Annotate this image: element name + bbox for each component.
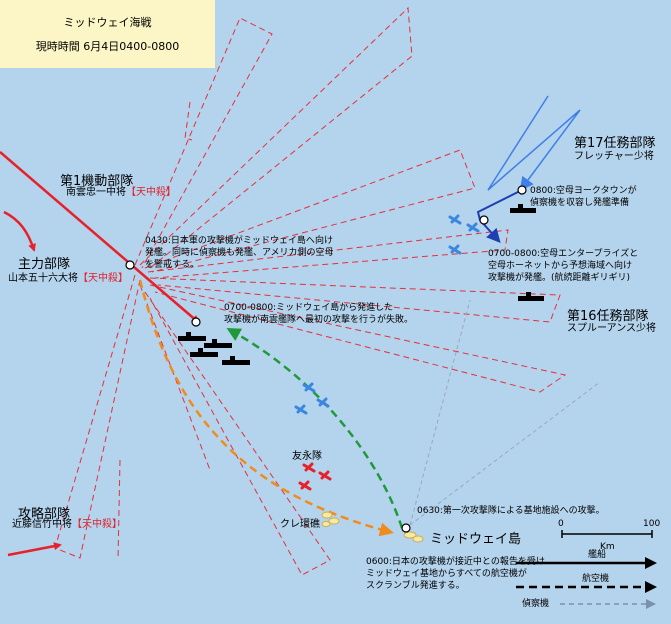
main-body-arrow bbox=[3, 210, 36, 252]
map-subtitle: 現時時間 6月4日0400-0800 bbox=[35, 40, 180, 53]
main-body-note: 【天中殺】 bbox=[78, 273, 128, 284]
legend-aircraft-label: 航空機 bbox=[582, 574, 610, 584]
event-0700-us: 0700-0800:空母エンタープライズと 空母ホーネットから予想海域へ向け 攻… bbox=[488, 248, 638, 284]
event-0630: 0630:第一次攻撃隊による基地施設への攻撃。 bbox=[417, 505, 605, 517]
event-0600: 0600:日本の攻撃機が接近中との報告を受け ミッドウェイ基地からすべての航空機… bbox=[366, 556, 545, 592]
kido-butai-commander-name: 南雲忠一中将 bbox=[66, 187, 126, 198]
event-0800-line-1: 0800:空母ヨークタウンが bbox=[530, 186, 637, 196]
kido-butai-ships bbox=[178, 332, 250, 365]
title-box: ミッドウェイ海戦 現時時間 6月4日0400-0800 bbox=[0, 0, 215, 68]
tf17-marker bbox=[517, 185, 527, 195]
main-body-commander-name: 山本五十六大将 bbox=[8, 273, 78, 284]
event-0700-japan-line-2: 攻撃機が南雲艦隊へ最初の攻撃を行うが失敗。 bbox=[224, 315, 414, 325]
legend-ship-label: 艦船 bbox=[588, 550, 607, 560]
event-0600-line-1: 0600:日本の攻撃機が接近中との報告を受け bbox=[366, 557, 545, 567]
kido-butai-name: 第1機動部隊 bbox=[60, 174, 134, 189]
event-0700-japan: 0700-0800:ミッドウェイ島から発進した 攻撃機が南雲艦隊へ最初の攻撃を行… bbox=[224, 302, 413, 326]
tf16-marker bbox=[479, 215, 489, 225]
map-title: ミッドウェイ海戦 bbox=[63, 16, 152, 29]
event-0700-us-line-3: 攻撃機が発艦。(航続距離ギリギリ) bbox=[488, 273, 631, 283]
event-0800-line-2: 偵察機を収容し発艦準備 bbox=[530, 198, 630, 208]
us-scout-routes bbox=[409, 299, 601, 526]
midway-strike-route bbox=[226, 328, 404, 529]
kido-butai-commander: 南雲忠一中将【天中殺】 bbox=[66, 186, 176, 199]
tf16-name: 第16任務部隊 bbox=[567, 309, 649, 324]
kido-butai-0800-marker bbox=[191, 317, 201, 327]
kido-butai-track bbox=[0, 151, 200, 324]
midway-island-shape bbox=[403, 531, 424, 543]
tomonaga-group-label: 友永隊 bbox=[292, 451, 322, 462]
event-0800-yorktown: 0800:空母ヨークタウンが 偵察機を収容し発艦準備 bbox=[530, 185, 637, 209]
legend-scout-label: 偵察機 bbox=[522, 599, 550, 609]
tf17-ships bbox=[510, 204, 536, 213]
invasion-force-note: 【天中殺】 bbox=[72, 519, 122, 530]
us-carrier-tracks bbox=[476, 95, 581, 243]
kido-butai-note: 【天中殺】 bbox=[126, 187, 176, 198]
event-0430: 0430:日本軍の攻撃機がミッドウェイ島へ向け 発艦。同時に偵察機も発艦、アメリ… bbox=[145, 235, 334, 271]
us-aircraft bbox=[448, 214, 480, 255]
invasion-force-arrow bbox=[7, 542, 62, 557]
event-0700-us-line-2: 空母ホーネットから予想海域へ向け bbox=[488, 261, 633, 271]
midway-island-label: ミッドウェイ島 bbox=[430, 532, 522, 547]
kure-atoll-shape bbox=[321, 511, 340, 527]
invasion-force-commander-name: 近藤信竹中将 bbox=[12, 519, 72, 530]
event-0600-line-3: スクランブル発進する。 bbox=[366, 581, 465, 591]
scale-max: 100 bbox=[643, 519, 661, 529]
scale-zero: 0 bbox=[558, 519, 564, 529]
japanese-strike-route bbox=[138, 279, 394, 537]
event-0600-line-2: ミッドウェイ基地からすべての航空機が bbox=[366, 569, 527, 579]
event-0430-line-1: 0430:日本軍の攻撃機がミッドウェイ島へ向け bbox=[145, 236, 333, 246]
tf17-name: 第17任務部隊 bbox=[574, 136, 656, 151]
event-0430-line-3: を警戒する。 bbox=[145, 260, 200, 270]
kido-butai-0400-marker bbox=[125, 260, 135, 270]
event-0630-line-1: 0630:第一次攻撃隊による基地施設への攻撃。 bbox=[417, 506, 605, 516]
japanese-scout-routes bbox=[54, 6, 567, 576]
main-body-name: 主力部隊 bbox=[18, 257, 71, 272]
tomonaga-aircraft bbox=[298, 462, 332, 491]
event-0430-line-2: 発艦。同時に偵察機も発艦、アメリカ側の空母 bbox=[145, 248, 334, 258]
tf16-commander: スプルーアンス少将 bbox=[567, 323, 656, 334]
event-0700-japan-line-1: 0700-0800:ミッドウェイ島から発進した bbox=[224, 303, 394, 313]
midway-aircraft bbox=[294, 382, 330, 415]
midway-marker bbox=[401, 523, 411, 533]
invasion-force-name: 攻略部隊 bbox=[18, 507, 71, 522]
tf17-commander: フレッチャー少将 bbox=[574, 151, 654, 162]
main-body-commander: 山本五十六大将【天中殺】 bbox=[8, 272, 128, 285]
scale-unit: Km bbox=[600, 542, 615, 552]
tf16-ships bbox=[518, 292, 544, 301]
kure-atoll-label: クレ環礁 bbox=[280, 519, 320, 530]
invasion-force-commander: 近藤信竹中将【天中殺】 bbox=[12, 518, 122, 531]
scale-bar bbox=[561, 530, 653, 538]
event-0700-us-line-1: 0700-0800:空母エンタープライズと bbox=[488, 249, 639, 259]
